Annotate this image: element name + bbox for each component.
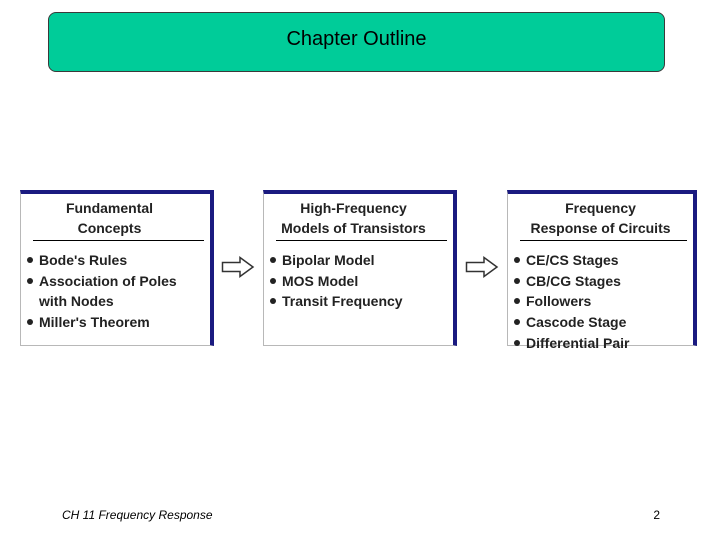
- page-number: 2: [653, 508, 660, 522]
- list-item: Cascode Stage: [514, 312, 689, 333]
- header-divider: [520, 240, 687, 241]
- box-header-line: Frequency: [565, 200, 636, 216]
- list-item: MOS Model: [270, 271, 449, 292]
- bullet-icon: [514, 298, 520, 305]
- box-header: High-Frequency Models of Transistors: [254, 198, 453, 238]
- bullet-icon: [270, 277, 276, 284]
- box-header-line: Fundamental: [65, 200, 154, 216]
- box-header-line: Concepts: [77, 220, 142, 236]
- footer-chapter-label: CH 11 Frequency Response: [62, 508, 213, 522]
- box-header-line: High-Frequency: [300, 200, 407, 216]
- list-item: Miller's Theorem: [27, 312, 206, 333]
- list-item: Bipolar Model: [270, 250, 449, 271]
- box-header: Fundamental Concepts: [9, 198, 210, 238]
- right-arrow-icon: [465, 256, 499, 278]
- bullet-icon: [270, 257, 276, 263]
- bullet-icon: [27, 257, 33, 263]
- header-divider: [33, 240, 204, 241]
- list-item: Differential Pair: [514, 333, 689, 354]
- list-item: CE/CS Stages: [514, 250, 689, 271]
- bullet-icon: [270, 298, 276, 305]
- bullet-icon: [514, 257, 520, 263]
- right-arrow-icon: [221, 256, 255, 278]
- box-header-line: Response of Circuits: [530, 220, 671, 236]
- bullet-icon: [27, 277, 33, 284]
- list-item: Followers: [514, 291, 689, 312]
- bullet-list: Bipolar Model MOS Model Transit Frequenc…: [270, 250, 449, 312]
- page-title: Chapter Outline: [286, 27, 427, 50]
- list-item: Transit Frequency: [270, 291, 449, 312]
- box-header-line: Models of Transistors: [281, 220, 426, 236]
- bullet-icon: [514, 319, 520, 326]
- list-item: CB/CG Stages: [514, 271, 689, 292]
- list-item: Bode's Rules: [27, 250, 206, 271]
- box-frequency-response-circuits: Frequency Response of Circuits CE/CS Sta…: [507, 190, 697, 351]
- header-divider: [276, 240, 447, 241]
- bullet-list: CE/CS Stages CB/CG Stages Followers Casc…: [514, 250, 689, 354]
- box-header: Frequency Response of Circuits: [508, 198, 693, 238]
- bullet-icon: [514, 339, 520, 346]
- bullet-icon: [514, 277, 520, 284]
- box-high-frequency-models: High-Frequency Models of Transistors Bip…: [263, 190, 457, 346]
- bullet-icon: [27, 319, 33, 326]
- box-fundamental-concepts: Fundamental Concepts Bode's Rules Associ…: [20, 190, 214, 346]
- title-bar: Chapter Outline: [48, 12, 665, 72]
